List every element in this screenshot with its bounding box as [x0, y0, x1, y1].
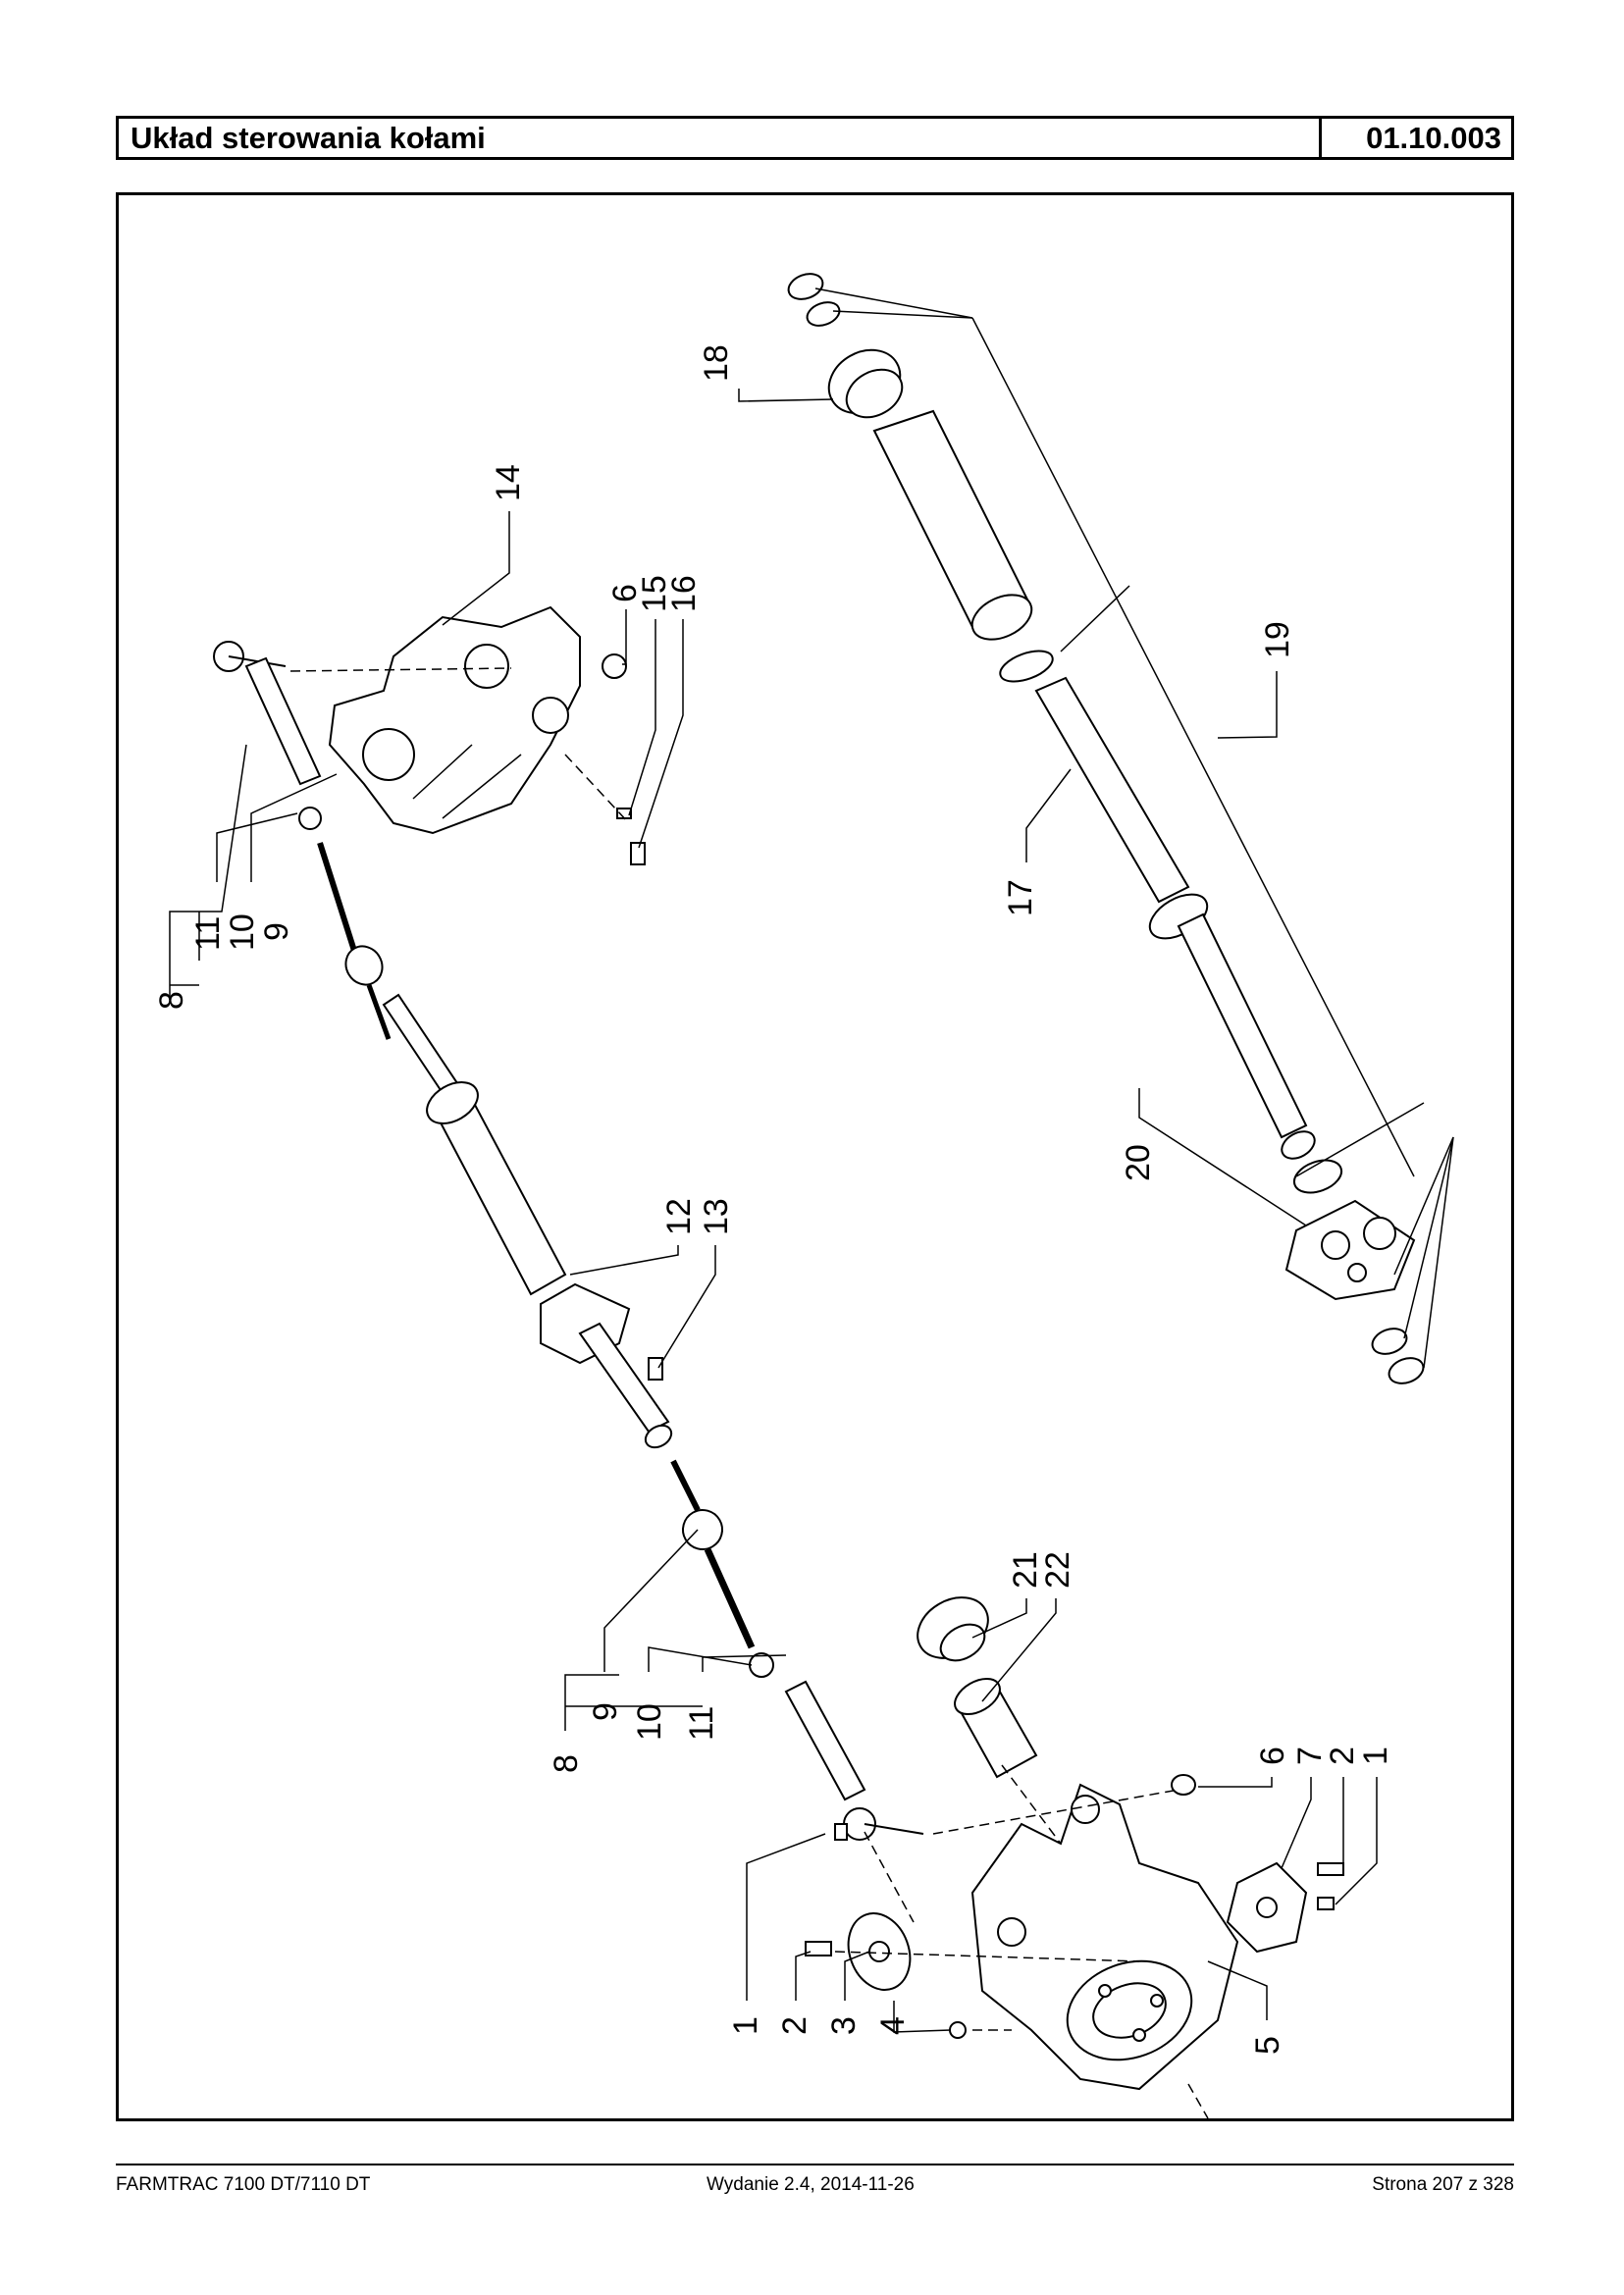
pin-cap-3 — [847, 1912, 912, 1991]
callout-8-upper: 8 — [153, 991, 190, 1010]
grease-fitting-1-right — [1317, 1897, 1335, 1910]
callout-17: 17 — [1002, 879, 1039, 916]
callout-9-lower: 9 — [587, 1702, 624, 1721]
upper-housing-14 — [328, 605, 646, 865]
callout-6-lower: 6 — [1254, 1747, 1291, 1765]
footer-edition: Wydanie 2.4, 2014-11-26 — [707, 2174, 915, 2195]
callout-11-lower: 11 — [683, 1706, 720, 1741]
callout-10-lower: 10 — [631, 1703, 668, 1741]
callout-7: 7 — [1291, 1747, 1329, 1765]
exploded-parts-diagram: 18 19 17 20 14 6 15 16 8 11 10 9 12 13 8… — [116, 192, 1514, 2121]
lower-tie-rod — [670, 1459, 924, 1841]
gland-18 — [827, 348, 904, 419]
callout-15: 15 — [636, 575, 673, 612]
callout-21: 21 — [1007, 1551, 1044, 1589]
seal-21 — [917, 1596, 989, 1662]
nut-6-upper — [602, 653, 627, 679]
bushing-22 — [954, 1677, 1038, 1779]
nut-6-lower — [1171, 1774, 1196, 1796]
bolt-2-right — [1317, 1862, 1344, 1876]
cylinder-assembly — [787, 273, 1425, 1384]
pin-cap-7 — [1226, 1861, 1308, 1954]
end-cap-20 — [1284, 1199, 1416, 1301]
callout-16: 16 — [665, 575, 703, 612]
footer-page-number: Strona 207 z 328 — [1372, 2174, 1514, 2195]
callout-8-lower: 8 — [548, 1754, 585, 1773]
footer-model: FARMTRAC 7100 DT/7110 DT — [116, 2174, 371, 2195]
callout-18: 18 — [698, 344, 735, 382]
callout-labels: 18 19 17 20 14 6 15 16 8 11 10 9 12 13 8… — [153, 344, 1394, 2055]
callout-14: 14 — [490, 464, 527, 501]
callout-2-left: 2 — [776, 2016, 813, 2035]
rod-17 — [1034, 676, 1343, 1194]
callout-12: 12 — [660, 1198, 698, 1235]
callout-22: 22 — [1039, 1551, 1076, 1589]
page-title: Układ sterowania kołami — [119, 119, 1322, 157]
footer-divider — [116, 2164, 1514, 2165]
bolt-13 — [648, 1357, 663, 1381]
o-ring-top-1 — [787, 273, 824, 300]
o-ring-top-2 — [806, 301, 841, 327]
barrel-19 — [872, 409, 1054, 683]
section-code: 01.10.003 — [1366, 121, 1501, 155]
callout-20: 20 — [1120, 1144, 1157, 1181]
screw-16 — [630, 842, 646, 865]
bolt-2-left — [805, 1941, 832, 1956]
callout-13: 13 — [698, 1198, 735, 1235]
callout-3: 3 — [825, 2016, 863, 2035]
callout-6-upper: 6 — [606, 584, 644, 602]
callout-4: 4 — [874, 2016, 912, 2035]
callout-2-right: 2 — [1324, 1747, 1361, 1765]
o-ring-bottom-2 — [1388, 1357, 1425, 1384]
assembly-axes — [834, 1764, 1209, 2119]
upper-tie-rod — [213, 641, 392, 1040]
callout-9-upper: 9 — [258, 922, 295, 941]
callout-5: 5 — [1249, 2036, 1286, 2055]
callout-1-right: 1 — [1357, 1747, 1394, 1765]
leader-lines — [169, 287, 1454, 2033]
page-header: Układ sterowania kołami 01.10.003 — [116, 116, 1514, 160]
callout-11-upper: 11 — [189, 916, 227, 951]
callout-10-upper: 10 — [224, 913, 261, 951]
parts-drawing: 18 19 17 20 14 6 15 16 8 11 10 9 12 13 8… — [153, 273, 1454, 2119]
drag-link-12 — [382, 993, 673, 1449]
callout-1-left: 1 — [727, 2016, 764, 2035]
nut-4 — [949, 2021, 967, 2039]
grease-fitting-1-left — [834, 1823, 848, 1841]
steering-knuckle-5 — [970, 1783, 1239, 2091]
callout-19: 19 — [1259, 621, 1296, 658]
o-ring-bottom-1 — [1371, 1328, 1408, 1355]
